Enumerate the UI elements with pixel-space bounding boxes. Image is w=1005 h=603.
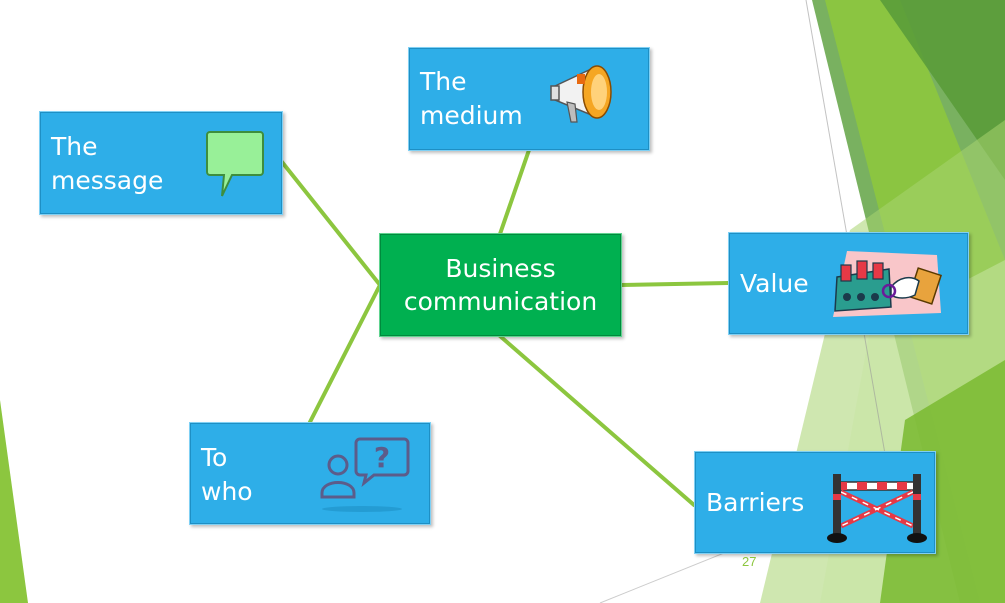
node-label: Value: [740, 269, 809, 298]
connector-value: [619, 281, 730, 287]
node-barriers[interactable]: Barriers: [694, 451, 936, 554]
connector-to-who: [308, 283, 382, 424]
node-the-medium[interactable]: The medium: [408, 47, 650, 151]
page-number: 27: [742, 554, 757, 569]
node-label: To who: [201, 443, 253, 506]
node-value[interactable]: Value: [728, 232, 969, 335]
center-node-label: Business communication: [403, 254, 598, 316]
connector-barriers: [498, 334, 696, 507]
node-label: The medium: [420, 67, 523, 130]
node-to-who[interactable]: To who ?: [189, 422, 431, 525]
node-label: Barriers: [706, 488, 805, 517]
node-the-message[interactable]: The message: [39, 111, 283, 215]
connector-medium: [498, 148, 531, 236]
person-question-icon: ?: [320, 437, 410, 512]
svg-text:?: ?: [374, 441, 390, 474]
connector-message: [280, 160, 382, 287]
megaphone-icon: [550, 65, 612, 123]
node-label: The message: [51, 132, 164, 195]
barrier-icon: [827, 474, 927, 543]
speech-bubble-icon: [206, 131, 264, 197]
center-node-business-communication[interactable]: Business communication: [379, 233, 622, 337]
factory-hand-icon: [833, 251, 942, 317]
